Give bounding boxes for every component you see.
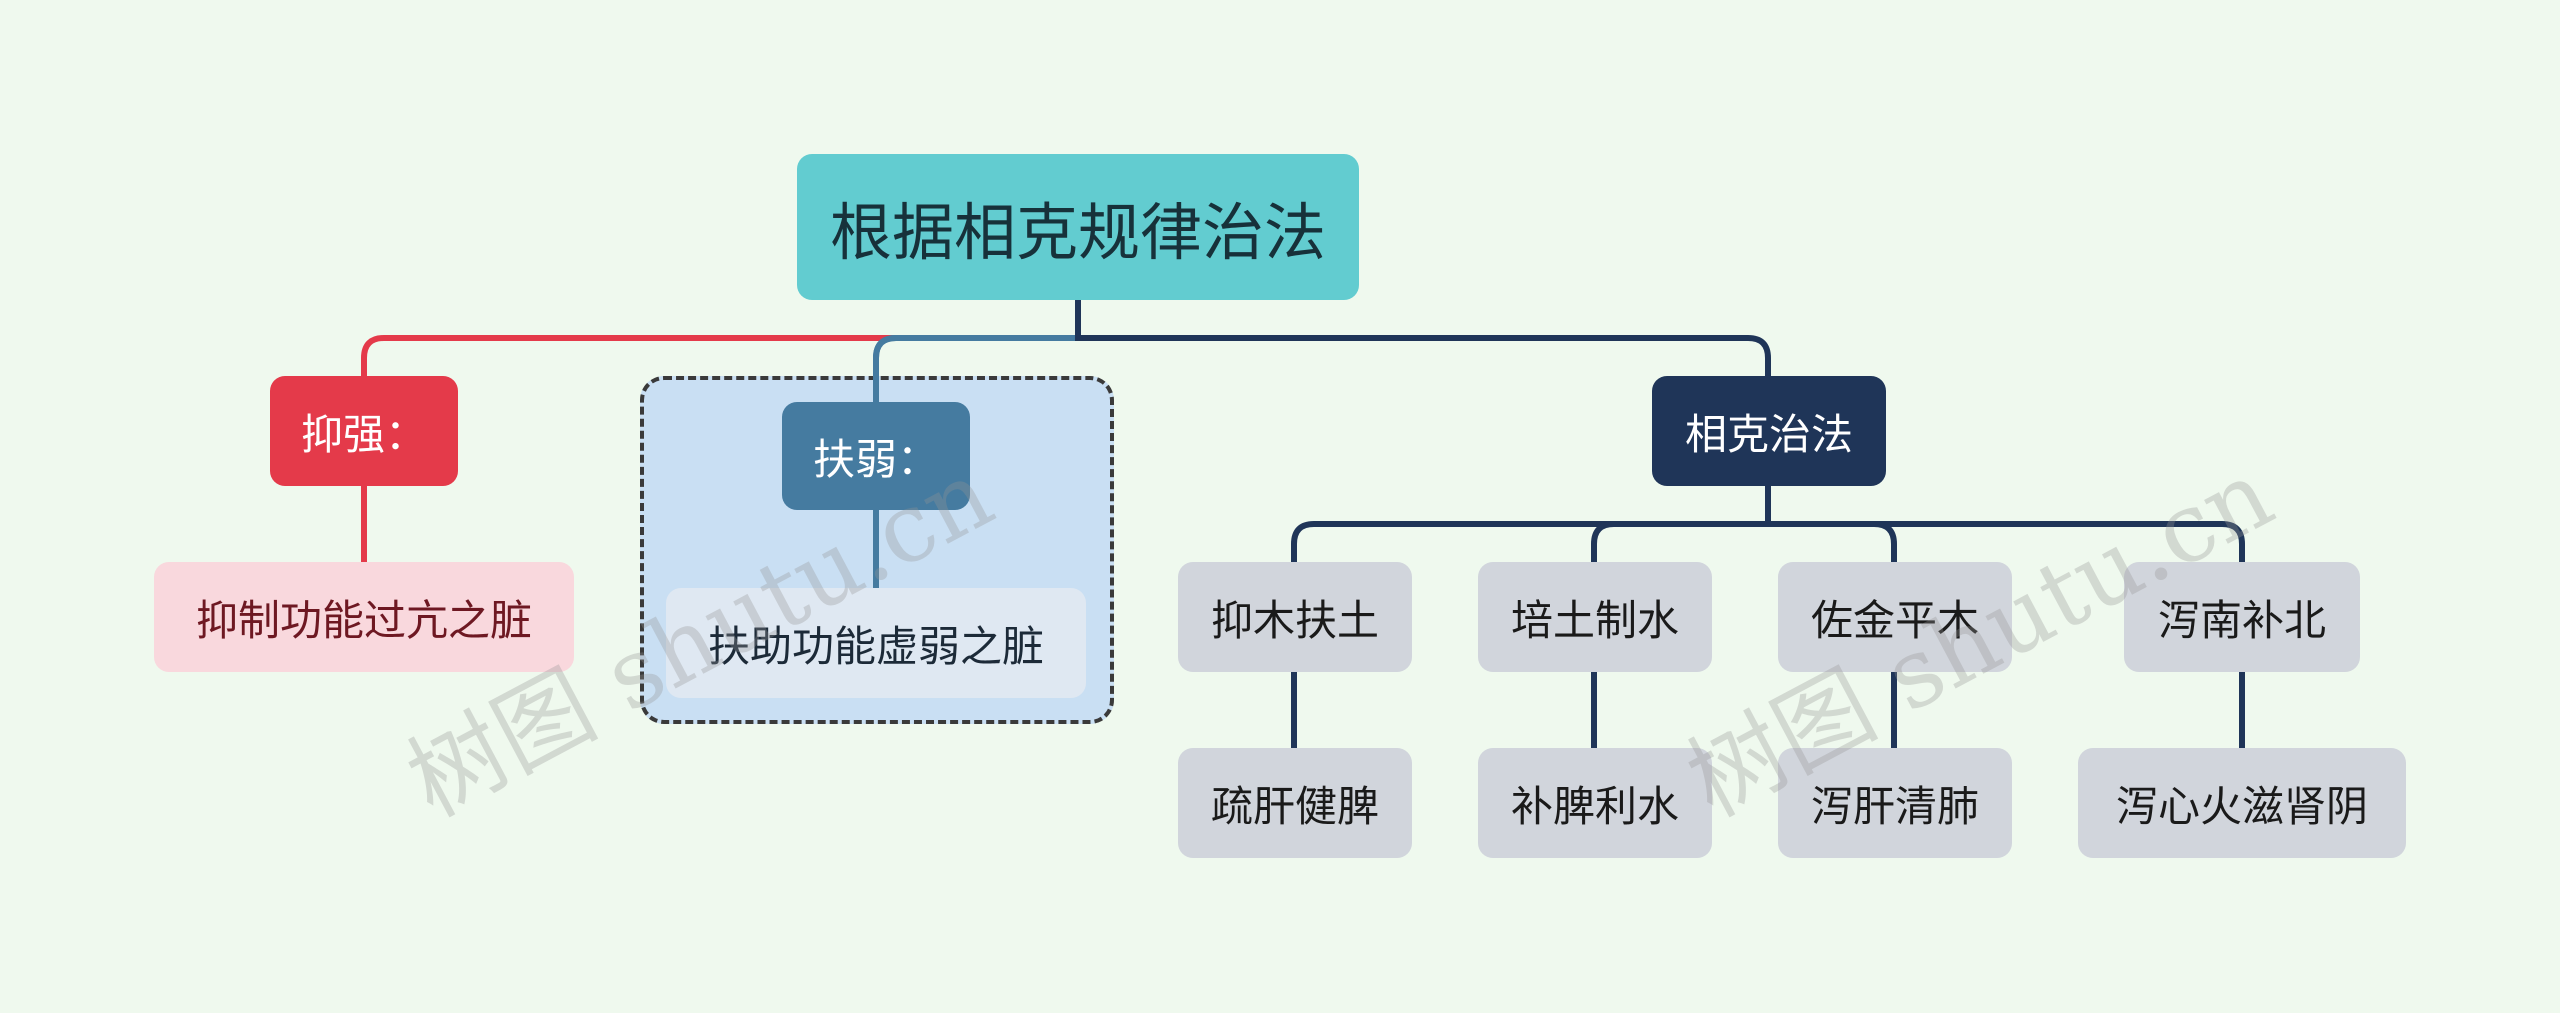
branch-restraint-method[interactable]: 相克治法 bbox=[1652, 376, 1886, 486]
link-method-to-c1 bbox=[1291, 486, 1771, 562]
method-grandchild-2[interactable]: 补脾利水 bbox=[1478, 748, 1712, 858]
method-grandchild-3[interactable]: 泻肝清肺 bbox=[1778, 748, 2012, 858]
root-topic[interactable]: 根据相克规律治法 bbox=[797, 154, 1359, 300]
link-method-to-c4 bbox=[1765, 486, 2245, 562]
method-grandchild-4[interactable]: 泻心火滋肾阴 bbox=[2078, 748, 2406, 858]
method-child-3[interactable]: 佐金平木 bbox=[1778, 562, 2012, 672]
method-child-1[interactable]: 抑木扶土 bbox=[1178, 562, 1412, 672]
leaf-restrain-hyperactive-organ[interactable]: 抑制功能过亢之脏 bbox=[154, 562, 574, 672]
method-child-4[interactable]: 泻南补北 bbox=[2124, 562, 2360, 672]
link-root-to-method bbox=[1075, 300, 1771, 378]
leaf-support-deficient-organ[interactable]: 扶助功能虚弱之脏 bbox=[666, 588, 1086, 698]
link-root-to-restrain bbox=[361, 300, 1081, 378]
method-grandchild-1[interactable]: 疏肝健脾 bbox=[1178, 748, 1412, 858]
link-support-overlay bbox=[873, 335, 897, 402]
branch-restrain[interactable]: 抑强： bbox=[270, 376, 458, 486]
branch-support[interactable]: 扶弱： bbox=[782, 402, 970, 510]
method-child-2[interactable]: 培土制水 bbox=[1478, 562, 1712, 672]
link-method-to-c2 bbox=[1591, 486, 1771, 562]
